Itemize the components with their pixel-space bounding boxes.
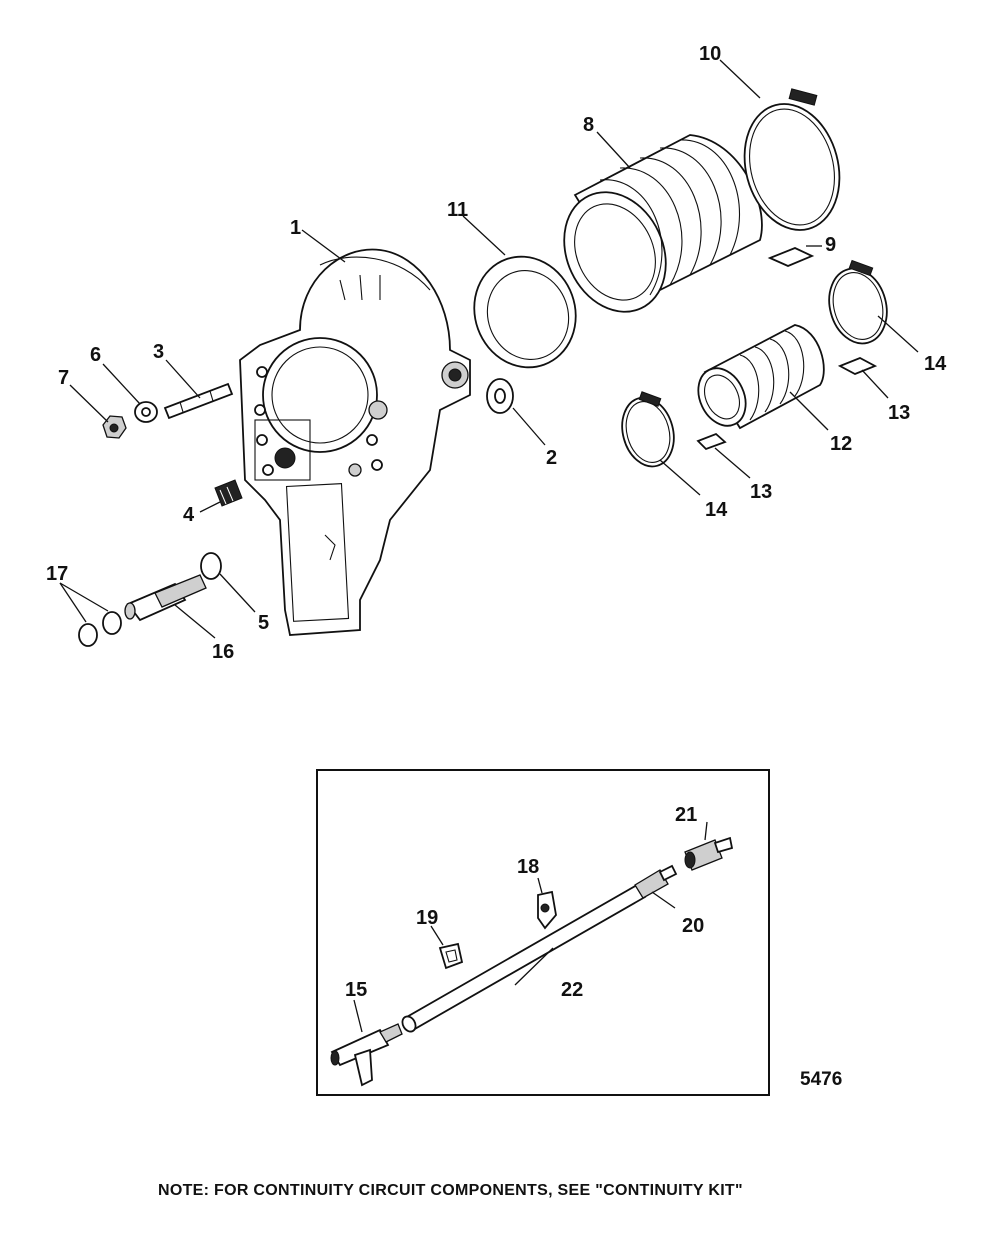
callout-21: 21 xyxy=(675,804,697,826)
fitting-15-part xyxy=(330,1023,403,1087)
small-clamp-lower-part xyxy=(621,391,675,468)
callout-18: 18 xyxy=(517,856,539,878)
callout-11: 11 xyxy=(447,199,468,221)
callout-14-upper: 14 xyxy=(924,353,947,375)
callout-3: 3 xyxy=(153,341,164,363)
callout-8: 8 xyxy=(583,114,594,136)
callout-5: 5 xyxy=(258,612,269,634)
inset-frame xyxy=(316,769,770,1096)
connector-part xyxy=(634,864,678,899)
exhaust-bellows-part xyxy=(697,324,825,430)
clip-18-part xyxy=(537,890,557,930)
callout-17: 17 xyxy=(46,563,68,585)
callout-15: 15 xyxy=(345,979,367,1001)
callout-6: 6 xyxy=(90,344,101,366)
clip-part xyxy=(767,247,815,267)
nut-part xyxy=(102,415,127,439)
callout-10: 10 xyxy=(699,43,721,65)
footnote: NOTE: FOR CONTINUITY CIRCUIT COMPONENTS,… xyxy=(158,1182,743,1199)
callout-16: 16 xyxy=(212,641,234,663)
bell-housing-part xyxy=(239,248,471,636)
callout-1: 1 xyxy=(290,217,301,239)
o-rings-part xyxy=(78,611,122,647)
washer-part xyxy=(486,378,514,414)
plug-part xyxy=(214,479,243,507)
small-clamp-upper-part xyxy=(828,259,888,345)
main-callouts: 1 2 3 4 5 6 7 8 9 10 11 12 13 13 14 14 1 xyxy=(46,43,947,663)
callout-14-lower: 14 xyxy=(705,499,728,521)
callout-13-lower: 13 xyxy=(750,481,772,503)
stud-part xyxy=(163,382,234,420)
callout-19: 19 xyxy=(416,907,438,929)
callout-4: 4 xyxy=(183,504,195,526)
callout-20: 20 xyxy=(682,915,704,937)
callout-9: 9 xyxy=(825,234,836,256)
figure-number: 5476 xyxy=(800,1069,842,1090)
bellows-part xyxy=(563,134,763,313)
callout-22: 22 xyxy=(561,979,583,1001)
clip-upper-part xyxy=(837,357,878,375)
gimbal-ring-part xyxy=(473,255,577,369)
callout-12: 12 xyxy=(830,433,852,455)
flat-washer-part xyxy=(134,401,158,423)
callout-7: 7 xyxy=(58,367,69,389)
callout-2: 2 xyxy=(546,447,557,469)
large-clamp-part xyxy=(743,88,841,231)
clip-19-part xyxy=(438,942,464,970)
o-ring-part xyxy=(200,552,222,580)
callout-13-upper: 13 xyxy=(888,402,910,424)
continuity-inset: 21 18 20 19 22 15 xyxy=(316,769,770,1096)
fitting-21-part xyxy=(684,836,734,871)
fitting-part xyxy=(124,574,207,622)
clip-lower-part xyxy=(696,432,727,451)
